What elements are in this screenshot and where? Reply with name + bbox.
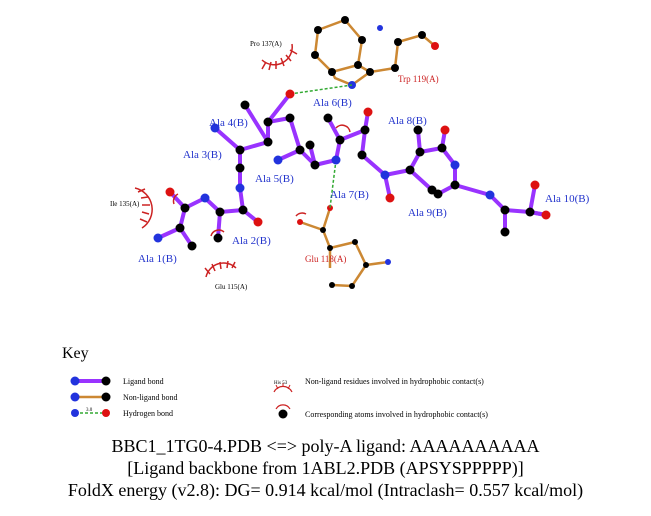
hydrophobic-ile135 (134, 187, 153, 229)
residue-glu118 (299, 207, 389, 288)
label-ala8: Ala 8(B) (388, 115, 427, 127)
label-ala9: Ala 9(B) (408, 207, 447, 219)
label-ala5: Ala 5(B) (255, 173, 294, 185)
label-pro137: Pro 137(A) (250, 40, 282, 48)
label-ala4: Ala 4(B) (209, 117, 248, 129)
label-ile135: Ile 135(A) (110, 200, 140, 208)
caption-line-3: FoldX energy (v2.8): DG= 0.914 kcal/mol … (67, 480, 584, 500)
key: Key Ligand bond Non-ligand bond 3.0 Hydr… (62, 345, 488, 419)
label-ala1: Ala 1(B) (138, 253, 177, 265)
hydrophobic-glu115 (204, 260, 237, 278)
ligand-atoms (153, 89, 551, 251)
key-ligand-bond-label: Ligand bond (123, 377, 164, 386)
hydrophobic-pro137 (261, 43, 298, 71)
key-hydrogen-bond-label: Hydrogen bond (123, 409, 173, 418)
ligand-labels: Ala 1(B) Ala 2(B) Ala 3(B) Ala 4(B) Ala … (138, 97, 590, 265)
key-hbond-length: 3.0 (86, 408, 93, 413)
key-ligand-bond: Ligand bond (70, 376, 164, 386)
hydrophobic-arcs (134, 43, 351, 278)
key-hydrophobic-atoms: Corresponding atoms involved in hydropho… (275, 404, 488, 419)
label-ala10: Ala 10(B) (545, 193, 590, 205)
key-non-ligand-bond-label: Non-ligand bond (123, 393, 177, 402)
caption-line-2: [Ligand backbone from 1ABL2.PDB (APSYSPP… (127, 458, 524, 478)
key-title: Key (62, 345, 89, 362)
key-hydrogen-bond: 3.0 Hydrogen bond (71, 408, 173, 418)
glu118-atoms (297, 205, 391, 289)
hydrogen-bonds (289, 84, 353, 209)
key-hydrophobic-residues-label: Non-ligand residues involved in hydropho… (305, 377, 484, 386)
caption-line-1: BBC1_1TG0-4.PDB <=> poly-A ligand: AAAAA… (111, 436, 540, 456)
key-hydrophobic-example: His 53 (274, 381, 288, 386)
label-ala2: Ala 2(B) (232, 235, 271, 247)
label-ala6: Ala 6(B) (313, 97, 352, 109)
key-hydrophobic-atoms-label: Corresponding atoms involved in hydropho… (305, 410, 488, 419)
trp119-atoms (311, 16, 439, 89)
key-non-ligand-bond: Non-ligand bond (70, 392, 177, 402)
label-glu115: Glu 115(A) (215, 283, 248, 291)
label-glu118: Glu 118(A) (305, 254, 346, 264)
label-trp119: Trp 119(A) (398, 74, 439, 84)
label-ala7: Ala 7(B) (330, 189, 369, 201)
label-ala3: Ala 3(B) (183, 149, 222, 161)
key-hydrophobic-residues: His 53 Non-ligand residues involved in h… (273, 377, 484, 393)
